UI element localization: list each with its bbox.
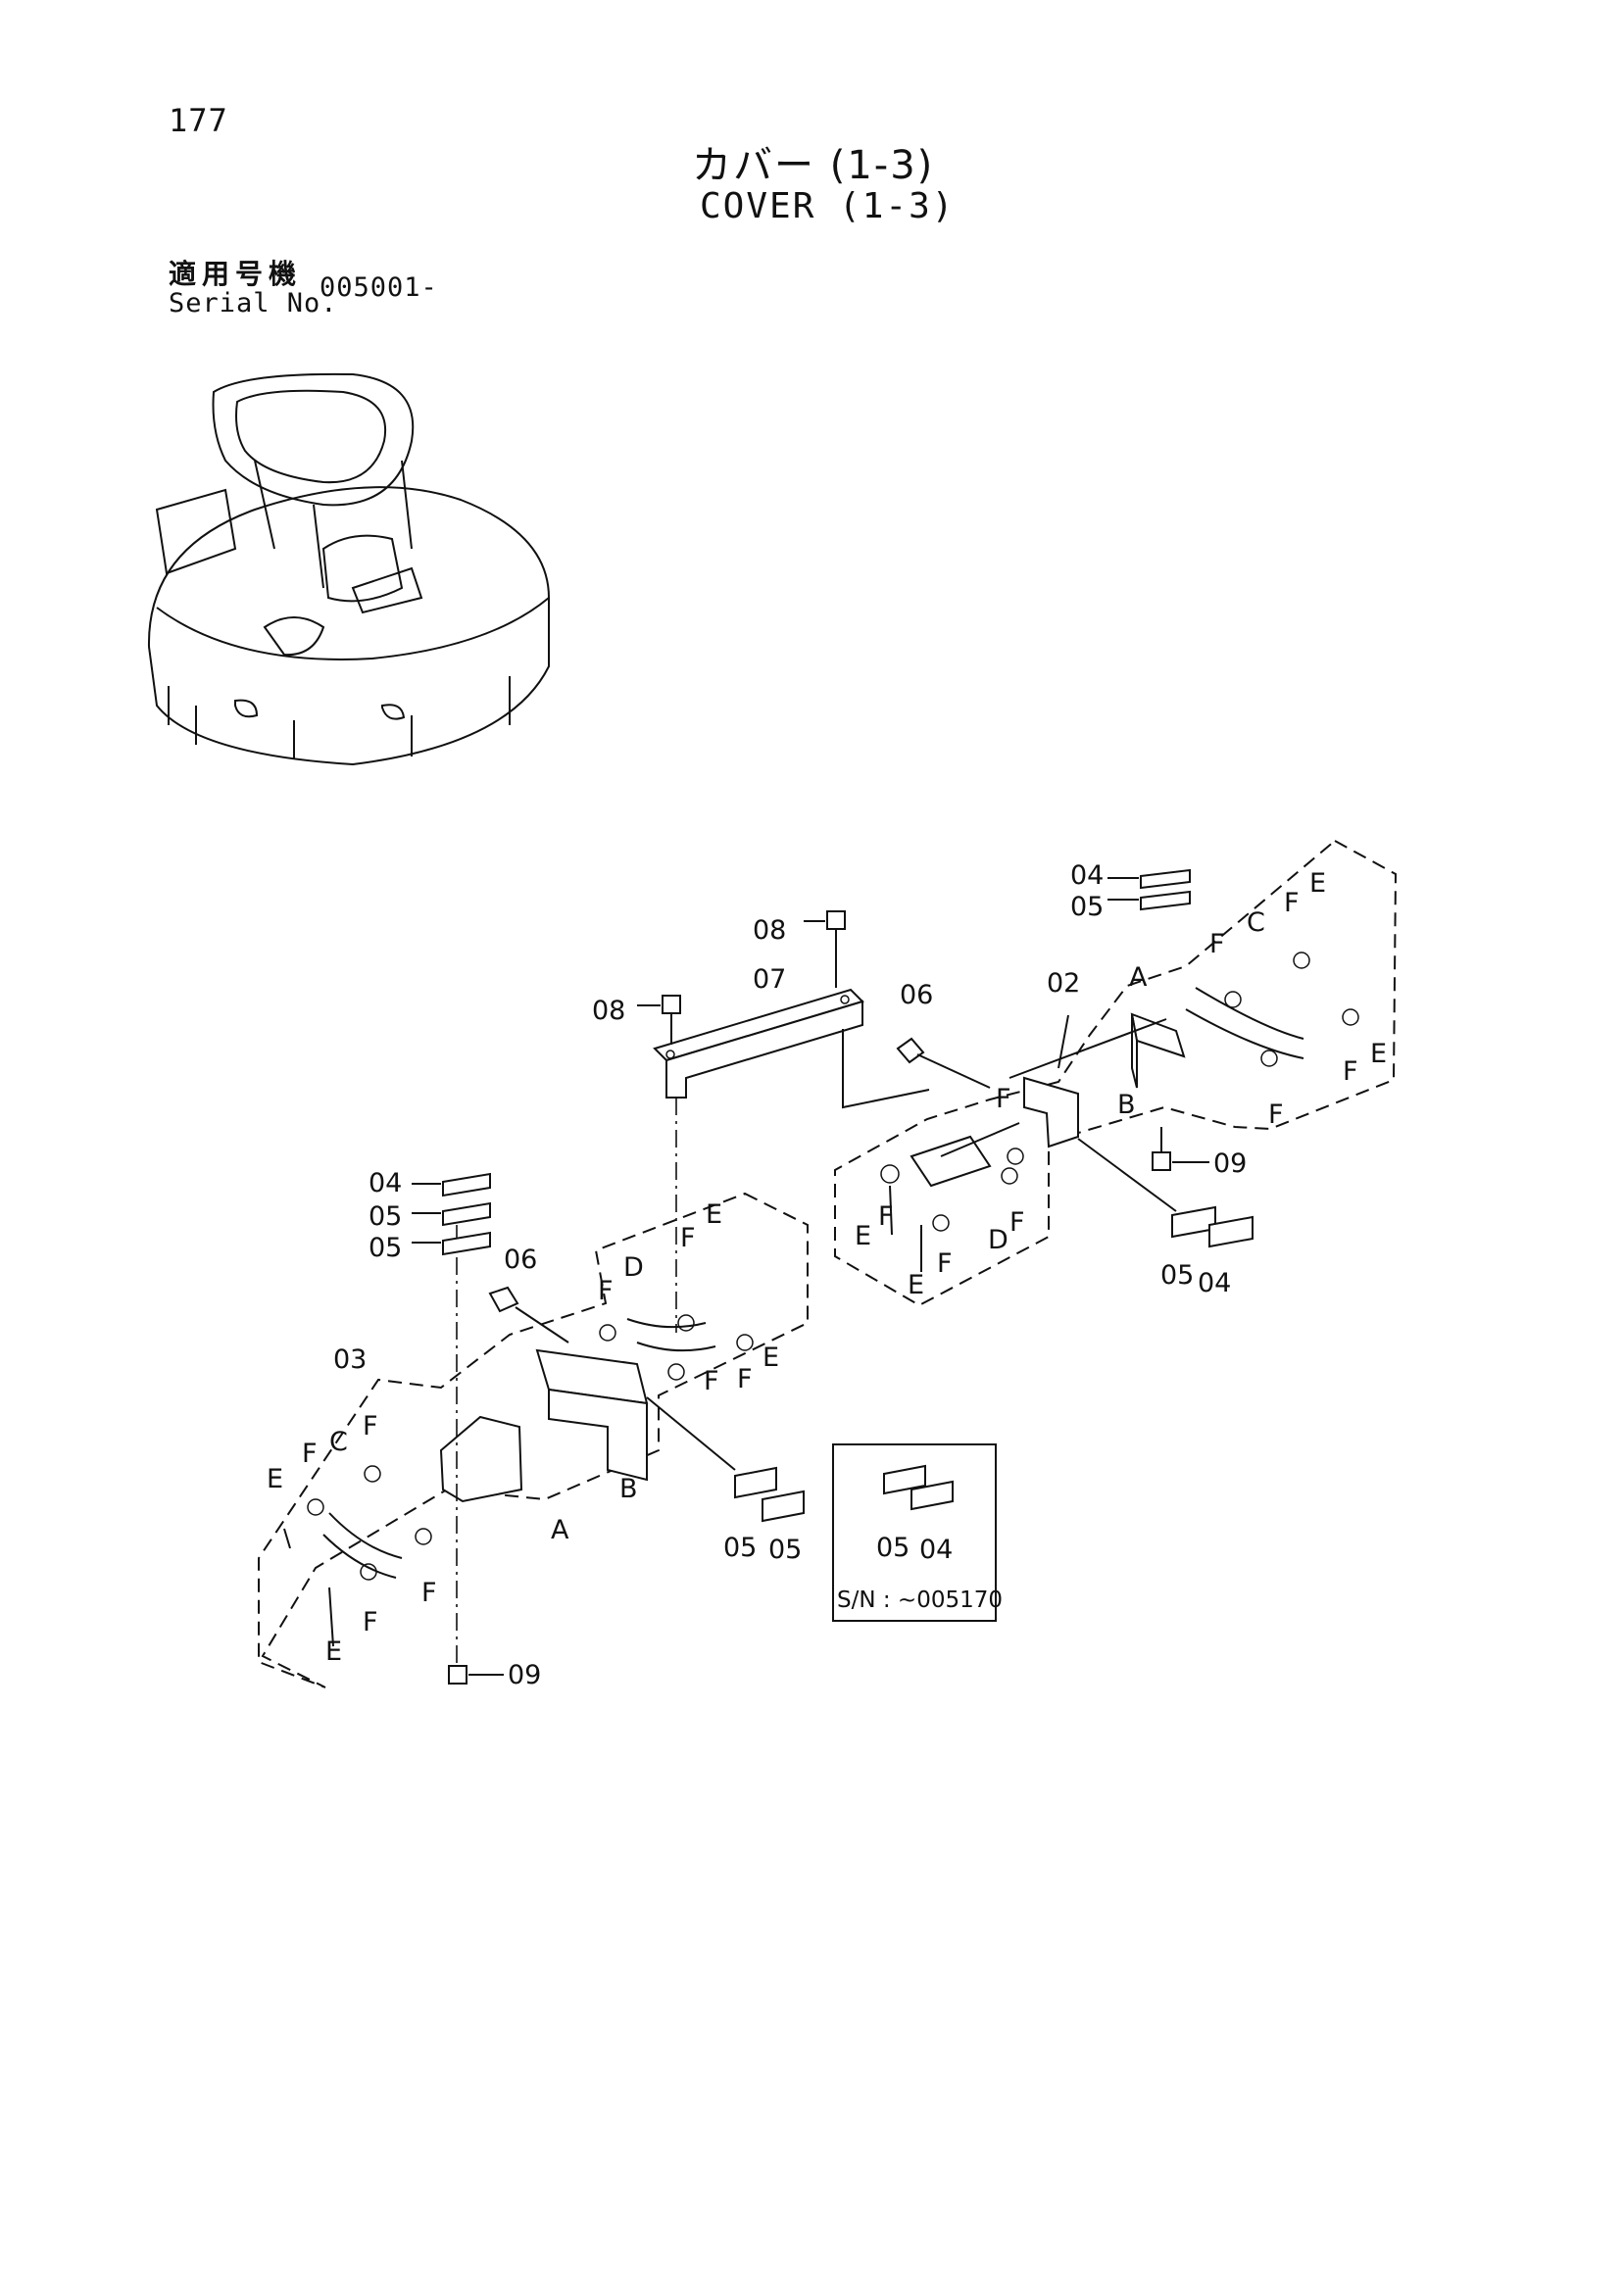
callout-label: 04: [1070, 860, 1104, 891]
page-title-jp: カバー (1-3): [692, 143, 935, 188]
inset-label-05: 05: [876, 1533, 910, 1563]
callout-label: F: [737, 1364, 753, 1394]
callout-label: C: [1247, 907, 1265, 938]
callout-label: 06: [900, 980, 933, 1010]
callout-label: 08: [753, 915, 786, 946]
callout-label: 02: [1047, 968, 1080, 999]
page-title-en: COVER (1-3): [700, 186, 956, 226]
callout-label: D: [623, 1252, 644, 1283]
serial-label-jp: 適用号機: [169, 258, 303, 290]
callout-label: D: [988, 1225, 1008, 1255]
callout-label: F: [1343, 1056, 1358, 1087]
callout-label: F: [996, 1084, 1011, 1114]
callout-label: E: [325, 1637, 342, 1667]
callout-label: F: [421, 1578, 437, 1608]
right-bracket-assembly: [834, 839, 1398, 1307]
callout-label: E: [1309, 868, 1326, 899]
inset-label-04: 04: [919, 1535, 953, 1565]
callout-label: B: [1117, 1090, 1136, 1120]
serial-inset-box: [832, 1443, 997, 1622]
callout-label: E: [908, 1270, 924, 1300]
callout-label: 09: [1213, 1148, 1247, 1179]
page-number: 177: [169, 102, 228, 139]
callout-label: F: [937, 1248, 953, 1279]
callout-label: 09: [508, 1660, 541, 1690]
callout-label: 05: [1160, 1260, 1194, 1291]
callout-label: F: [363, 1411, 378, 1441]
callout-label: 05: [369, 1201, 402, 1232]
callout-label: F: [363, 1607, 378, 1637]
callout-label: 05: [1070, 892, 1104, 922]
serial-label-en: Serial No.: [169, 288, 338, 318]
callout-label: A: [551, 1515, 569, 1545]
callout-label: E: [706, 1199, 722, 1230]
callout-label: E: [1370, 1039, 1387, 1069]
callout-label: F: [598, 1276, 614, 1306]
callout-label: F: [1268, 1099, 1284, 1130]
callout-label: 04: [1198, 1268, 1231, 1298]
callout-label: B: [619, 1474, 638, 1504]
callout-label: F: [302, 1439, 318, 1469]
callout-label: C: [329, 1427, 348, 1457]
machine-overview-illustration: [147, 372, 550, 766]
callout-label: E: [267, 1464, 283, 1494]
callout-label: F: [680, 1223, 696, 1253]
serial-value: 005001-: [320, 272, 438, 303]
callout-label: 05: [768, 1535, 802, 1565]
callout-label: 07: [753, 964, 786, 995]
callout-label: E: [762, 1343, 779, 1373]
callout-label: 04: [369, 1168, 402, 1198]
callout-label: F: [704, 1366, 719, 1396]
callout-label: 03: [333, 1344, 367, 1375]
callout-label: A: [1129, 962, 1148, 993]
callout-label: F: [1284, 888, 1300, 918]
left-bracket-assembly: [258, 1172, 809, 1688]
callout-label: F: [878, 1201, 894, 1232]
callout-label: 05: [369, 1233, 402, 1263]
callout-label: 06: [504, 1245, 537, 1275]
callout-label: 08: [592, 996, 625, 1026]
callout-label: F: [1209, 929, 1225, 959]
callout-label: E: [855, 1221, 871, 1251]
stay-bar-assembly: [637, 910, 930, 1333]
callout-label: 05: [723, 1533, 757, 1563]
callout-label: F: [1009, 1207, 1025, 1238]
inset-serial-note: S/N : ~005170: [837, 1588, 1003, 1613]
